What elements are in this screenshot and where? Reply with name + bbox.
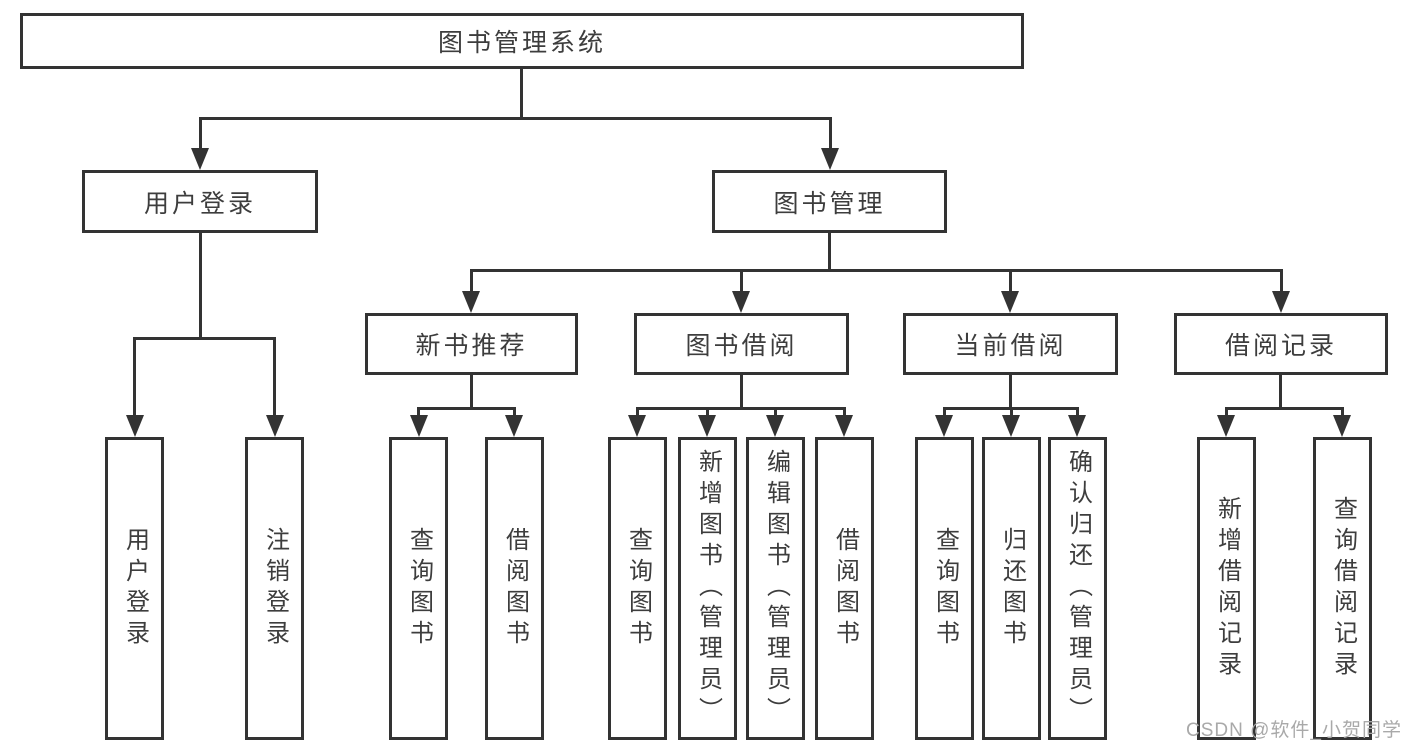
node-label: 用户登录 (121, 526, 149, 651)
arrowhead-query-books-borrow (628, 415, 646, 437)
arrowhead-query-books-current (935, 415, 953, 437)
node-borrow-records: 借阅记录 (1174, 313, 1388, 375)
node-label: 新增借阅记录 (1213, 495, 1241, 682)
connector-to-leaf-add-book (706, 407, 709, 416)
node-label: 确认归还（管理员） (1064, 449, 1092, 728)
node-label: 编辑图书（管理员） (762, 449, 790, 728)
arrowhead-return-book (1002, 415, 1020, 437)
connector-recommend-stem (470, 375, 473, 408)
leaf-logout: 注销登录 (245, 437, 304, 740)
arrowhead-add-book (698, 415, 716, 437)
leaf-add-borrow-record: 新增借阅记录 (1197, 437, 1256, 740)
arrowhead-current-borrow (1001, 291, 1019, 313)
node-user-login: 用户登录 (82, 170, 318, 233)
arrowhead-new-book-recommend (462, 291, 480, 313)
arrowhead-query-record (1333, 415, 1351, 437)
connector-to-leaf-borrow-books-recommend (513, 407, 516, 416)
node-new-book-recommend: 新书推荐 (365, 313, 578, 375)
leaf-query-books-recommend: 查询图书 (389, 437, 448, 740)
connector-book-management-bus (470, 269, 1282, 272)
connector-to-new-book-recommend (470, 269, 473, 291)
arrowhead-leaf-user-login (126, 415, 144, 437)
arrowhead-user-login (191, 148, 209, 170)
node-label: 新增图书（管理员） (694, 449, 722, 728)
connector-to-borrow-records (1280, 269, 1283, 291)
node-book-management: 图书管理 (712, 170, 947, 233)
leaf-edit-book-admin: 编辑图书（管理员） (746, 437, 805, 740)
node-label: 借阅图书 (501, 526, 529, 651)
connector-root-bus (199, 117, 832, 120)
connector-book-management-stem (828, 233, 831, 270)
connector-to-leaf-query-record (1341, 407, 1344, 416)
node-label: 图书管理 (773, 189, 886, 218)
node-label: 用户登录 (143, 189, 256, 218)
connector-borrow-stem (740, 375, 743, 408)
arrowhead-leaf-logout (266, 415, 284, 437)
connector-user-login-stem (199, 233, 202, 338)
arrowhead-borrow-books-borrow (835, 415, 853, 437)
leaf-user-login: 用户登录 (105, 437, 164, 740)
connector-to-book-borrow (740, 269, 743, 291)
node-label: 归还图书 (998, 526, 1026, 651)
node-label: 查询图书 (405, 526, 433, 651)
leaf-add-book-admin: 新增图书（管理员） (678, 437, 737, 740)
leaf-query-books-borrow: 查询图书 (608, 437, 667, 740)
connector-to-leaf-logout (273, 337, 276, 415)
leaf-query-books-current: 查询图书 (915, 437, 974, 740)
connector-root-stem (520, 69, 523, 118)
leaf-return-book: 归还图书 (982, 437, 1041, 740)
connector-records-bus (1225, 407, 1344, 410)
connector-to-leaf-user-login (133, 337, 136, 415)
node-label: 新书推荐 (415, 332, 528, 360)
node-label: 查询借阅记录 (1329, 495, 1357, 682)
connector-to-leaf-confirm-return (1076, 407, 1079, 416)
arrowhead-book-management (821, 148, 839, 170)
connector-records-stem (1279, 375, 1282, 408)
leaf-confirm-return-admin: 确认归还（管理员） (1048, 437, 1107, 740)
node-label: 借阅记录 (1224, 332, 1337, 360)
node-label: 查询图书 (624, 526, 652, 651)
connector-borrow-bus (636, 407, 846, 410)
connector-to-current-borrow (1009, 269, 1012, 291)
arrowhead-query-books-recommend (410, 415, 428, 437)
node-current-borrow: 当前借阅 (903, 313, 1118, 375)
connector-recommend-bus (417, 407, 516, 410)
connector-to-leaf-add-record (1225, 407, 1228, 416)
node-label: 查询图书 (931, 526, 959, 651)
connector-to-leaf-return-book (1010, 407, 1013, 416)
connector-to-user-login (199, 117, 202, 148)
connector-to-leaf-borrow-books-borrow (843, 407, 846, 416)
arrowhead-confirm-return (1068, 415, 1086, 437)
node-label: 注销登录 (261, 526, 289, 651)
arrowhead-borrow-books-recommend (505, 415, 523, 437)
connector-to-leaf-query-books-borrow (636, 407, 639, 416)
arrowhead-borrow-records (1272, 291, 1290, 313)
connector-to-book-management (829, 117, 832, 148)
connector-to-leaf-query-books-current (943, 407, 946, 416)
leaf-query-borrow-record: 查询借阅记录 (1313, 437, 1372, 740)
connector-to-leaf-query-books-recommend (417, 407, 420, 416)
node-book-borrow: 图书借阅 (634, 313, 849, 375)
arrowhead-add-record (1217, 415, 1235, 437)
connector-to-leaf-edit-book (774, 407, 777, 416)
connector-user-login-bus (133, 337, 276, 340)
node-label: 图书借阅 (685, 332, 798, 360)
connector-current-stem (1009, 375, 1012, 408)
leaf-borrow-books-borrow: 借阅图书 (815, 437, 874, 740)
leaf-borrow-books-recommend: 借阅图书 (485, 437, 544, 740)
node-label: 图书管理系统 (437, 29, 606, 57)
node-root: 图书管理系统 (20, 13, 1024, 69)
node-label: 借阅图书 (831, 526, 859, 651)
arrowhead-edit-book (766, 415, 784, 437)
arrowhead-book-borrow (732, 291, 750, 313)
node-label: 当前借阅 (954, 332, 1067, 360)
csdn-watermark: CSDN @软件_小贺同学 (1186, 720, 1402, 741)
